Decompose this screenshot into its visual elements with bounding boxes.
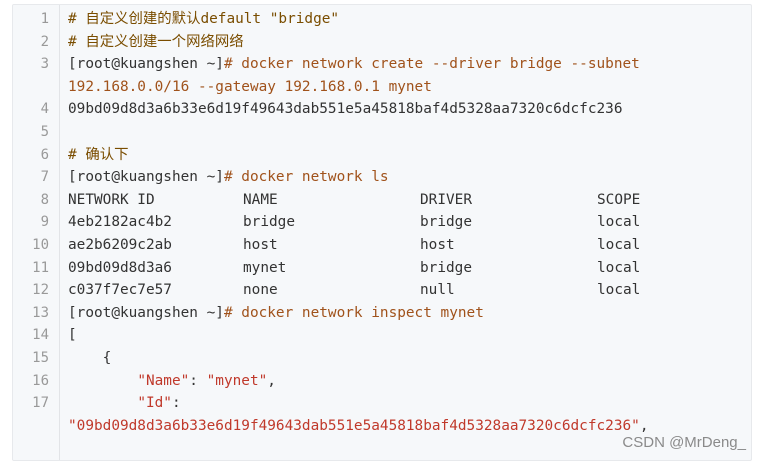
- code-line: 16 "Name": "mynet",: [13, 370, 751, 393]
- line-number: 6: [40, 146, 49, 163]
- json-key: "Id": [137, 395, 172, 412]
- code-comment: # 自定义创建的默认default "bridge": [68, 11, 340, 27]
- line-number: 2: [40, 33, 49, 50]
- json-key: "Name": [137, 372, 190, 389]
- output-text: [: [68, 327, 77, 344]
- shell-command: # docker network ls: [223, 169, 389, 186]
- code-block: 1 # 自定义创建的默认default "bridge" 2 # 自定义创建一个网络网…: [12, 4, 752, 461]
- table-cell: mynet: [243, 259, 287, 276]
- code-line: 11 09bd09d8d3a6 mynet bridge local: [13, 257, 751, 280]
- output-text: 09bd09d8d3a6b33e6d19f49643dab551e5a45818…: [68, 101, 623, 118]
- code-text: # 确认下: [68, 144, 129, 167]
- json-indent: [68, 373, 137, 389]
- table-cell: host: [420, 237, 455, 253]
- code-text: # 自定义创建的默认default "bridge": [68, 8, 339, 31]
- table-cell: null: [420, 282, 455, 299]
- json-punct: ,: [267, 372, 276, 389]
- json-value: "09bd09d8d3a6b33e6d19f49643dab551e5a4581…: [68, 417, 640, 434]
- code-line: 3 [root@kuangshen ~]# docker network crea…: [13, 53, 751, 76]
- line-number: 15: [32, 350, 49, 366]
- table-cell: DRIVER: [420, 191, 472, 208]
- table-cell: SCOPE: [597, 191, 641, 208]
- code-text: 192.168.0.0/16 --gateway 192.168.0.1 myn…: [68, 76, 432, 99]
- table-cell: 09bd09d8d3a6: [68, 259, 172, 276]
- line-number: 9: [40, 214, 49, 231]
- line-number: 5: [40, 124, 49, 140]
- line-number: 4: [40, 101, 49, 118]
- table-cell: bridge: [420, 214, 472, 231]
- shell-command: 192.168.0.0/16 --gateway 192.168.0.1 myn…: [68, 78, 432, 95]
- code-text: [root@kuangshen ~]# docker network creat…: [68, 53, 640, 76]
- table-cell: NAME: [243, 191, 278, 208]
- line-number: 1: [40, 11, 49, 27]
- code-text: "Id":: [68, 392, 181, 415]
- code-line: 4 09bd09d8d3a6b33e6d19f49643dab551e5a4581…: [13, 98, 751, 121]
- table-cell: 4eb2182ac4b2: [68, 214, 172, 231]
- line-number-gutter: [13, 5, 60, 460]
- line-number: 11: [32, 259, 49, 276]
- code-line: 9 4eb2182ac4b2 bridge bridge local: [13, 211, 751, 234]
- code-line: 17 "Id":: [13, 392, 751, 415]
- shell-prompt: [root@kuangshen ~]: [68, 304, 224, 321]
- code-line: 10 ae2b6209c2ab host host local: [13, 234, 751, 257]
- code-line: 192.168.0.0/16 --gateway 192.168.0.1 myn…: [13, 76, 751, 99]
- line-number: 14: [32, 327, 49, 344]
- shell-prompt: [root@kuangshen ~]: [68, 169, 224, 186]
- code-text: "09bd09d8d3a6b33e6d19f49643dab551e5a4581…: [68, 415, 649, 438]
- line-number: 10: [32, 237, 49, 253]
- json-separator: :: [189, 372, 207, 389]
- code-line: "09bd09d8d3a6b33e6d19f49643dab551e5a4581…: [13, 415, 751, 438]
- code-text: {: [68, 347, 112, 370]
- table-cell: none: [243, 282, 278, 299]
- table-cell: c037f7ec7e57: [68, 282, 172, 299]
- code-line: 5: [13, 121, 751, 144]
- shell-prompt: [root@kuangshen ~]: [68, 56, 224, 73]
- table-cell: NETWORK ID: [68, 191, 155, 208]
- table-cell: local: [597, 237, 641, 253]
- code-text: [: [68, 324, 77, 347]
- watermark: CSDN @MrDeng_: [622, 434, 746, 451]
- json-indent: [68, 395, 137, 411]
- code-line: 6 # 确认下: [13, 144, 751, 167]
- line-number: 7: [40, 169, 49, 186]
- json-punct: ,: [639, 417, 649, 434]
- line-number: 16: [32, 372, 49, 389]
- line-number: 3: [40, 56, 49, 73]
- json-separator: :: [171, 395, 181, 412]
- table-cell: local: [597, 282, 641, 299]
- table-cell: ae2b6209c2ab: [68, 237, 172, 253]
- table-cell: local: [597, 214, 641, 231]
- table-cell: host: [243, 237, 278, 253]
- code-comment: # 自定义创建一个网络网络: [68, 33, 244, 50]
- code-line: 13 [root@kuangshen ~]# docker network ins…: [13, 302, 751, 325]
- code-line: 1 # 自定义创建的默认default "bridge": [13, 8, 751, 31]
- code-line: 7 [root@kuangshen ~]# docker network ls: [13, 166, 751, 189]
- code-text: # 自定义创建一个网络网络: [68, 31, 244, 54]
- shell-command: # docker network create --driver bridge …: [223, 56, 640, 73]
- line-number: 8: [40, 191, 49, 208]
- line-number: 13: [32, 304, 49, 321]
- output-text: {: [68, 350, 112, 366]
- line-number: 12: [32, 282, 49, 299]
- code-line: 15 {: [13, 347, 751, 370]
- code-line: 2 # 自定义创建一个网络网络: [13, 31, 751, 54]
- shell-command: # docker network inspect mynet: [223, 304, 484, 321]
- code-text: 09bd09d8d3a6b33e6d19f49643dab551e5a45818…: [68, 98, 623, 121]
- code-comment: # 确认下: [68, 146, 129, 163]
- code-line: 12 c037f7ec7e57 none null local: [13, 279, 751, 302]
- table-cell: bridge: [243, 214, 295, 231]
- line-number: 17: [32, 395, 49, 412]
- code-text: [root@kuangshen ~]# docker network inspe…: [68, 302, 484, 325]
- code-line: 14 [: [13, 324, 751, 347]
- json-value: "mynet": [206, 372, 268, 389]
- code-text: [root@kuangshen ~]# docker network ls: [68, 166, 389, 189]
- table-cell: local: [597, 259, 641, 276]
- table-cell: bridge: [420, 259, 472, 276]
- code-line: 8 NETWORK ID NAME DRIVER SCOPE: [13, 189, 751, 212]
- code-text: "Name": "mynet",: [68, 370, 276, 393]
